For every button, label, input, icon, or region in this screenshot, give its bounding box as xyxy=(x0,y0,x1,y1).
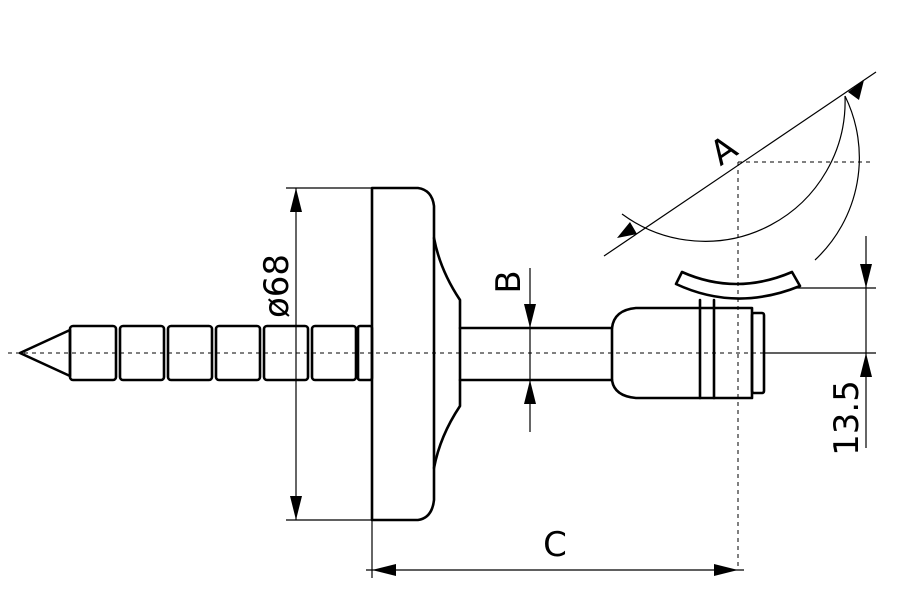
pipe-saddle xyxy=(674,270,802,300)
dimension-offset-label: 13.5 xyxy=(827,380,867,456)
support-shaft xyxy=(458,326,614,382)
screw-thread xyxy=(68,324,374,382)
dimension-a-line xyxy=(603,71,877,257)
pipe-outline xyxy=(621,95,846,242)
holder-head xyxy=(610,306,754,400)
rosette-cone xyxy=(432,236,462,470)
dimension-b-label: B xyxy=(489,270,529,293)
wall-rosette xyxy=(370,186,436,522)
dimension-a-label: A xyxy=(703,128,745,174)
dimension-c-label: C xyxy=(543,525,567,565)
dimension-diameter-label: ø68 xyxy=(257,254,297,318)
